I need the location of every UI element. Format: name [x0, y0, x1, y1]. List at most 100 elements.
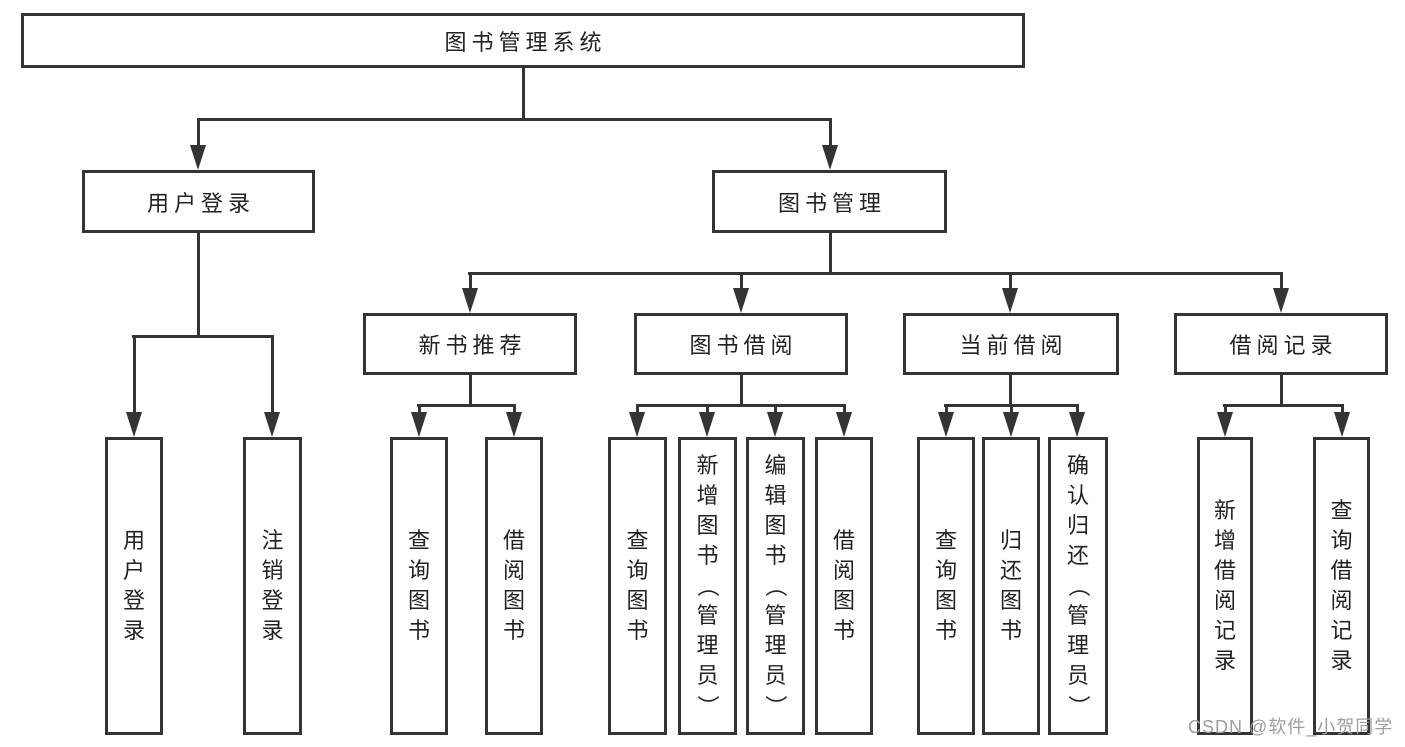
vertical-char: 查 — [626, 528, 649, 553]
vertical-char: 阅 — [1213, 588, 1236, 613]
vertical-char: 户 — [122, 558, 145, 583]
vertical-char: 编 — [764, 453, 787, 478]
vertical-char: 书 — [502, 618, 525, 643]
node-book-borrowing: 图书借阅 — [634, 313, 848, 375]
arrow-down-icon — [822, 145, 838, 170]
connector-arrow-stem — [1223, 404, 1227, 413]
vertical-char: 理 — [764, 633, 787, 658]
connector-arrow-stem — [512, 404, 516, 413]
vertical-char: 员 — [1066, 663, 1089, 688]
vertical-char: 录 — [122, 618, 145, 643]
connector-arrow-stem — [417, 404, 421, 413]
vertical-char: 还 — [999, 558, 1022, 583]
vertical-char: ） — [763, 694, 789, 718]
vertical-char: 记 — [1330, 618, 1353, 643]
vertical-char: 注 — [261, 528, 284, 553]
connector-arrow-stem — [132, 335, 136, 413]
vertical-char: 图 — [696, 513, 719, 538]
vertical-char: 书 — [626, 618, 649, 643]
arrow-down-icon — [411, 412, 427, 437]
vertical-char: （ — [1065, 574, 1091, 598]
node-borrowing-records: 借阅记录 — [1174, 313, 1388, 375]
leaf-query-borrow-record: 查询借阅记录 — [1313, 437, 1370, 735]
leaf-add-borrow-record: 新增借阅记录 — [1197, 437, 1253, 735]
vertical-char: 增 — [696, 483, 719, 508]
node-user-login: 用户登录 — [82, 170, 315, 233]
connector-arrow-stem — [828, 118, 832, 146]
vertical-char: 书 — [407, 618, 430, 643]
vertical-char: 询 — [626, 558, 649, 583]
arrow-down-icon — [629, 412, 645, 437]
leaf-logout-login: 注销登录 — [243, 437, 302, 735]
leaf-return-books: 归还图书 — [982, 437, 1040, 735]
connector-arrow-stem — [739, 272, 743, 289]
vertical-char: 书 — [934, 618, 957, 643]
connector-arrow-stem — [468, 272, 472, 289]
connector-arrow-stem — [1075, 404, 1079, 413]
connector-line-horizontal — [636, 404, 846, 407]
vertical-char: 认 — [1066, 483, 1089, 508]
vertical-char: 借 — [1213, 558, 1236, 583]
connector-arrow-stem — [773, 404, 777, 413]
vertical-char: 书 — [696, 543, 719, 568]
arrow-down-icon — [190, 145, 206, 170]
arrow-down-icon — [264, 412, 280, 437]
vertical-char: 员 — [696, 663, 719, 688]
arrow-down-icon — [1273, 288, 1289, 313]
vertical-char: ） — [695, 694, 721, 718]
vertical-char: （ — [763, 574, 789, 598]
connector-arrow-stem — [842, 404, 846, 413]
leaf-user-login: 用户登录 — [105, 437, 163, 735]
connector-line-vertical — [521, 68, 525, 121]
vertical-char: （ — [695, 574, 721, 598]
watermark-text: CSDN @软件_小贺同学 — [1188, 717, 1394, 737]
connector-arrow-stem — [196, 118, 200, 146]
vertical-char: 新 — [1213, 498, 1236, 523]
node-new-book-recommendation: 新书推荐 — [363, 313, 577, 375]
connector-line-vertical — [196, 233, 200, 338]
vertical-char: 管 — [1066, 603, 1089, 628]
vertical-char: 图 — [934, 588, 957, 613]
vertical-char: 录 — [1330, 648, 1353, 673]
vertical-char: 管 — [696, 603, 719, 628]
arrow-down-icon — [767, 412, 783, 437]
connector-arrow-stem — [944, 404, 948, 413]
arrow-down-icon — [836, 412, 852, 437]
vertical-char: 用 — [122, 528, 145, 553]
connector-arrow-stem — [1008, 272, 1012, 289]
connector-arrow-stem — [1009, 404, 1013, 413]
vertical-char: 阅 — [832, 558, 855, 583]
leaf-query-books-newbook: 查询图书 — [390, 437, 448, 735]
arrow-down-icon — [1002, 288, 1018, 313]
vertical-char: 图 — [764, 513, 787, 538]
node-book-management: 图书管理 — [712, 170, 947, 233]
connector-arrow-stem — [1340, 404, 1344, 413]
vertical-char: 书 — [832, 618, 855, 643]
connector-line-vertical — [739, 375, 743, 407]
connector-line-vertical — [1008, 375, 1012, 407]
connector-line-horizontal — [468, 272, 1283, 275]
arrow-down-icon — [506, 412, 522, 437]
vertical-char: 查 — [407, 528, 430, 553]
vertical-char: 借 — [1330, 558, 1353, 583]
vertical-char: 图 — [626, 588, 649, 613]
vertical-char: 管 — [764, 603, 787, 628]
arrow-down-icon — [1069, 412, 1085, 437]
arrow-down-icon — [1334, 412, 1350, 437]
leaf-borrow-books-newbook: 借阅图书 — [485, 437, 543, 735]
connector-line-horizontal — [197, 118, 832, 121]
connector-line-vertical — [468, 375, 472, 407]
vertical-char: 确 — [1066, 453, 1089, 478]
arrow-down-icon — [1217, 412, 1233, 437]
arrow-down-icon — [126, 412, 142, 437]
connector-line-horizontal — [132, 335, 274, 338]
vertical-char: 增 — [1213, 528, 1236, 553]
vertical-char: 归 — [999, 528, 1022, 553]
vertical-char: 图 — [502, 588, 525, 613]
vertical-char: 询 — [934, 558, 957, 583]
vertical-char: 借 — [502, 528, 525, 553]
arrow-down-icon — [733, 288, 749, 313]
leaf-query-books-borrow: 查询图书 — [608, 437, 667, 735]
connector-line-horizontal — [1223, 404, 1344, 407]
